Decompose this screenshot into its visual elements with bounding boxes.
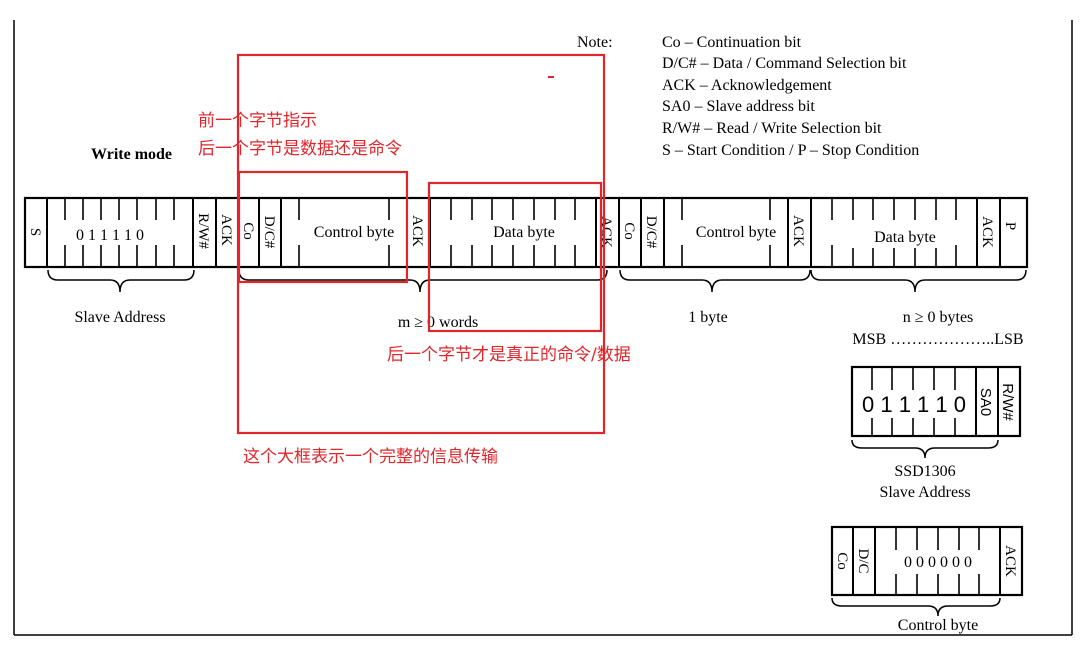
n-bytes-caption: n ≥ 0 bytes [903, 309, 974, 326]
control-byte-caption: Control byte [898, 617, 978, 634]
slave-address-caption: Slave Address [74, 309, 165, 326]
co-label: Co [240, 222, 256, 240]
stop-condition-label: P [1002, 222, 1018, 230]
data-byte-label: Data byte [493, 224, 555, 241]
note-line: D/C# – Data / Command Selection bit [662, 55, 907, 72]
sa0-label: SA0 [977, 388, 994, 416]
ssd1306-address-detail: 0 1 1 1 1 0 SA0 R/W# SSD1306 Slave Addre… [850, 365, 1022, 501]
ssd1306-subtitle: Slave Address [879, 484, 970, 501]
rw-label: R/W# [195, 213, 211, 249]
notes-heading: Note: [577, 34, 613, 51]
control-byte-label: Control byte [314, 224, 394, 241]
control-byte-detail: 0 0 0 0 0 0 Co D/C ACK Control byte [830, 525, 1024, 634]
data-byte-label: Data byte [874, 229, 936, 246]
ack-label: ACK [790, 215, 806, 247]
annotation-big-box: 这个大框表示一个完整的信息传输 [243, 447, 498, 467]
control-byte-label: Control byte [696, 224, 776, 241]
dc-label: D/C# [261, 216, 277, 249]
note-line: ACK – Acknowledgement [662, 77, 832, 94]
ssd-address-bits: 0 1 1 1 1 0 [862, 392, 966, 417]
dc-label: D/C [855, 548, 871, 573]
note-line: SA0 – Slave address bit [662, 98, 815, 115]
dc-label: D/C# [643, 216, 659, 249]
ack-label: ACK [409, 215, 425, 247]
notes-legend: Note: Co – Continuation bit D/C# – Data … [577, 34, 919, 159]
annotation-boxes [236, 53, 606, 435]
start-condition-label: S [27, 228, 43, 236]
note-line: Co – Continuation bit [662, 34, 802, 51]
one-byte-caption: 1 byte [688, 309, 728, 326]
co-label: Co [834, 552, 850, 570]
m-words-caption: m ≥ 0 words [398, 314, 478, 331]
control-byte-box [237, 170, 409, 284]
annotation-next-byte: 后一个字节才是真正的命令/数据 [387, 345, 631, 365]
write-frame: 0 1 1 1 1 0 Control byte Data byte Contr… [23, 196, 1029, 269]
annotation-prev-byte: 后一个字节是数据还是命令 [198, 139, 402, 159]
control-bits: 0 0 0 0 0 0 [904, 554, 972, 571]
write-mode-label: Write mode [91, 146, 172, 163]
note-line: R/W# – Read / Write Selection bit [662, 120, 882, 137]
ack-label: ACK [979, 216, 995, 248]
outer-frame [13, 20, 1073, 636]
bit-ticks [64, 198, 957, 267]
slave-address-bits: 0 1 1 1 1 0 [76, 227, 144, 244]
annotation-mark [548, 76, 554, 78]
ack-label: ACK [1002, 545, 1018, 577]
braces [47, 269, 1027, 293]
note-line: S – Start Condition / P – Stop Condition [662, 142, 919, 159]
ack-label: ACK [218, 214, 234, 246]
co-label: Co [621, 222, 637, 240]
rw-label: R/W# [999, 383, 1016, 421]
ssd1306-title: SSD1306 [894, 463, 955, 480]
data-byte-box [427, 181, 603, 333]
msb-lsb-caption: MSB ………………..LSB [852, 331, 1023, 348]
annotation-prev-byte: 前一个字节指示 [198, 111, 317, 131]
